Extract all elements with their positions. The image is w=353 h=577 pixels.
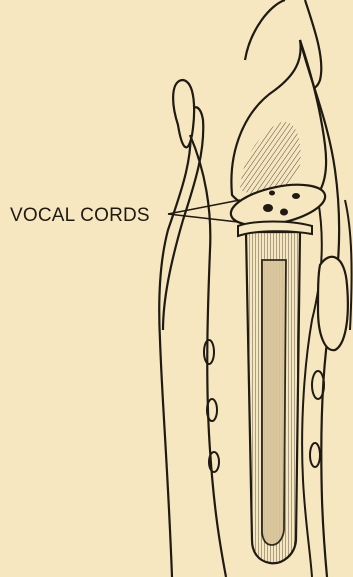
left-fold — [190, 135, 226, 577]
left-oval-1 — [204, 340, 214, 364]
leader-line-upper — [168, 200, 240, 214]
tube-lumen — [262, 260, 286, 545]
vocal-cords-label: VOCAL CORDS — [10, 205, 150, 227]
right-cartilage — [318, 257, 348, 350]
leader-line-lower — [168, 214, 238, 222]
vocal-cord-hole-1 — [263, 204, 273, 212]
vocal-cord-hole-2 — [280, 209, 288, 216]
right-oval-2 — [310, 443, 320, 467]
vocal-cord-hole-3 — [292, 193, 300, 199]
vocal-cord-hole-4 — [269, 191, 275, 196]
outer-left-contour — [159, 107, 203, 577]
